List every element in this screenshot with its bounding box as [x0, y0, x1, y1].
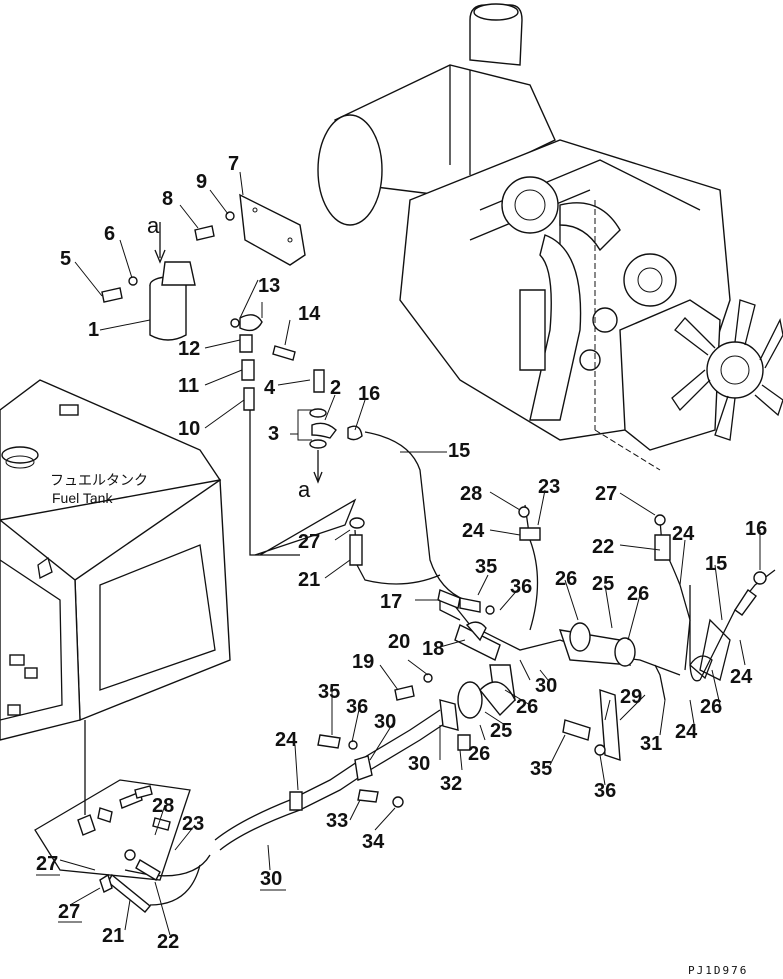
callout-10: 10 — [178, 418, 200, 440]
callout-numbers: 7 9 8 6 5 1 13 14 12 11 4 2 3 16 10 15 2… — [36, 153, 767, 953]
callout-23-bottom: 23 — [182, 813, 204, 835]
callout-13: 13 — [258, 275, 280, 297]
callout-30-c: 30 — [408, 753, 430, 775]
callout-28-top: 28 — [460, 483, 482, 505]
callout-19: 19 — [352, 651, 374, 673]
drawing-code: PJ1D976 — [688, 964, 748, 977]
callout-26-e: 26 — [700, 696, 722, 718]
fan-icon — [671, 299, 783, 441]
callout-22-right: 22 — [592, 536, 614, 558]
callout-27-bottom-a: 27 — [36, 853, 58, 875]
callout-26-a: 26 — [555, 568, 577, 590]
callout-25-b: 25 — [490, 720, 512, 742]
callout-24-far: 24 — [730, 666, 753, 688]
callout-24-top: 24 — [462, 520, 485, 542]
callout-9: 9 — [196, 171, 207, 193]
callout-35-mid: 35 — [318, 681, 340, 703]
engine-assembly — [317, 3, 783, 471]
callout-3: 3 — [268, 423, 279, 445]
callout-14: 14 — [298, 303, 321, 325]
fuel-lines — [107, 504, 776, 913]
callout-23-top: 23 — [538, 476, 560, 498]
tank-label-jp: フュエルタンク — [50, 472, 148, 488]
callout-29: 29 — [620, 686, 642, 708]
callout-36-right: 36 — [594, 780, 616, 802]
view-mark-bottom: a — [298, 477, 311, 502]
callout-7: 7 — [228, 153, 239, 175]
callout-27-right: 27 — [595, 483, 617, 505]
callout-22-bottom: 22 — [157, 931, 179, 953]
callout-17: 17 — [380, 591, 402, 613]
callout-34: 34 — [362, 831, 385, 853]
callout-12: 12 — [178, 338, 200, 360]
callout-15-right: 15 — [705, 553, 727, 575]
callout-6: 6 — [104, 223, 115, 245]
callout-25-a: 25 — [592, 573, 614, 595]
callout-31: 31 — [640, 733, 662, 755]
callout-36-mid: 36 — [346, 696, 368, 718]
view-mark-top: a — [147, 213, 160, 238]
callout-26-c: 26 — [516, 696, 538, 718]
callout-30-b: 30 — [374, 711, 396, 733]
callout-1: 1 — [88, 319, 99, 341]
callout-26-b: 26 — [627, 583, 649, 605]
tank-label-en: Fuel Tank — [52, 490, 113, 506]
callout-16-right: 16 — [745, 518, 767, 540]
callout-16-top: 16 — [358, 383, 380, 405]
callout-5: 5 — [60, 248, 71, 270]
callout-18: 18 — [422, 638, 444, 660]
callout-11: 11 — [178, 375, 199, 397]
callout-15-top: 15 — [448, 440, 470, 462]
callout-33: 33 — [326, 810, 348, 832]
callout-20: 20 — [388, 631, 410, 653]
callout-2: 2 — [330, 377, 341, 399]
callout-30-bottom: 30 — [260, 868, 282, 890]
callout-4: 4 — [264, 377, 276, 399]
callout-21-bottom: 21 — [102, 925, 124, 947]
leader-lines — [59, 171, 761, 936]
callout-8: 8 — [162, 188, 173, 210]
callout-27-mid: 27 — [298, 531, 320, 553]
fuel-tank: フュエルタンク Fuel Tank — [0, 379, 231, 741]
callout-35-upper: 35 — [475, 556, 497, 578]
callout-24-b: 24 — [675, 721, 698, 743]
callout-35-right: 35 — [530, 758, 552, 780]
callout-28-bottom: 28 — [152, 795, 174, 817]
callout-32: 32 — [440, 773, 462, 795]
callout-24-right: 24 — [672, 523, 695, 545]
callout-26-d: 26 — [468, 743, 490, 765]
callout-24-c: 24 — [275, 729, 298, 751]
callout-27-bottom-b: 27 — [58, 901, 80, 923]
callout-30-a: 30 — [535, 675, 557, 697]
callout-36-upper: 36 — [510, 576, 532, 598]
callout-21-mid: 21 — [298, 569, 320, 591]
fuel-filter-assembly — [101, 193, 466, 601]
